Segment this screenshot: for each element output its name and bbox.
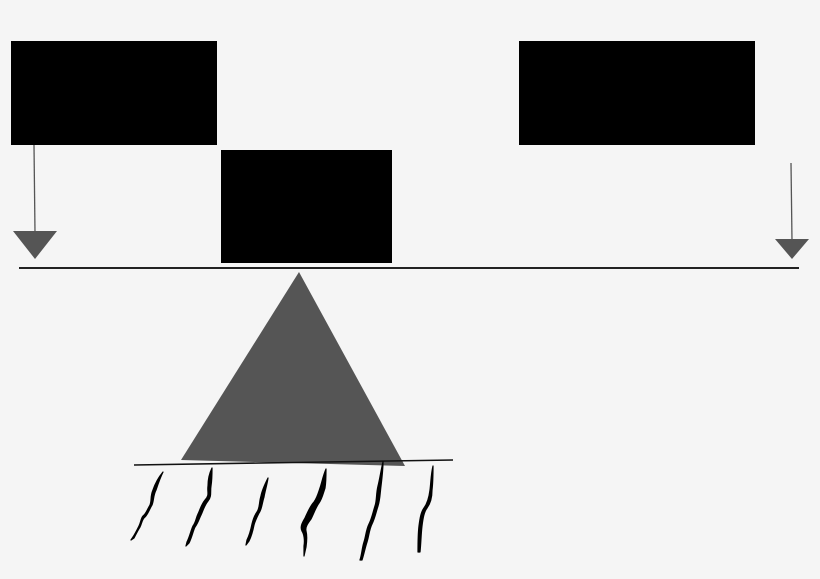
- hatch-stroke: [417, 465, 434, 553]
- hatch-stroke: [359, 461, 384, 561]
- hatch-stroke: [130, 471, 164, 541]
- ground-hatching: [130, 461, 434, 561]
- left-force-arrow: [13, 144, 57, 259]
- ground-line: [133, 459, 454, 466]
- left-arrow-shaft: [33, 144, 36, 234]
- hatch-stroke: [300, 468, 327, 557]
- right-force-arrow: [775, 162, 809, 259]
- hatch-stroke: [245, 477, 269, 546]
- hatch-stroke: [185, 467, 213, 547]
- left-weight-block: [11, 41, 217, 145]
- center-weight-block: [221, 150, 392, 263]
- fulcrum-triangle: [181, 272, 405, 466]
- left-arrow-head: [13, 231, 57, 259]
- right-weight-block: [519, 41, 755, 145]
- right-arrow-head: [775, 239, 809, 259]
- right-arrow-shaft: [790, 162, 793, 242]
